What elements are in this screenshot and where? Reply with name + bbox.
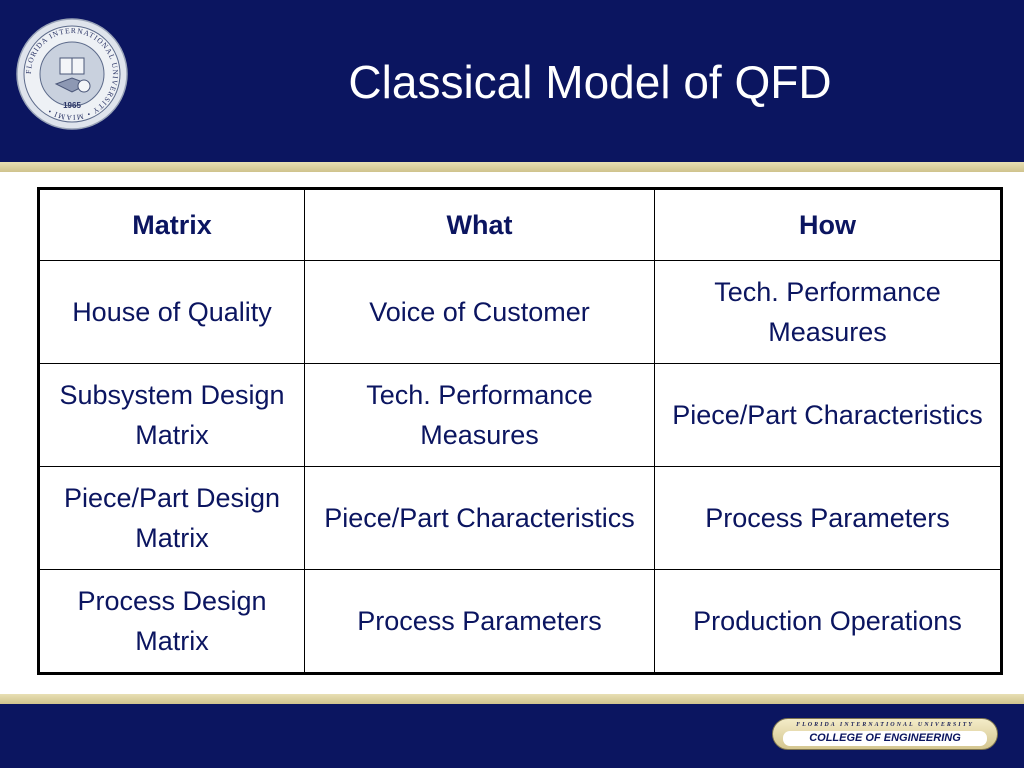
qfd-matrix-table: Matrix What How House of Quality Voice o… <box>37 187 1003 675</box>
table-cell-how: Piece/Part Characteristics <box>654 363 1002 467</box>
table-cell-matrix: Process Design Matrix <box>38 569 305 674</box>
university-seal-icon: FLORIDA INTERNATIONAL UNIVERSITY • MIAMI… <box>16 18 128 130</box>
table-cell-what: Voice of Customer <box>304 260 655 364</box>
table-cell-what: Tech. Performance Measures <box>304 363 655 467</box>
badge-university-text: FLORIDA INTERNATIONAL UNIVERSITY <box>796 722 974 728</box>
college-badge-logo: FLORIDA INTERNATIONAL UNIVERSITY COLLEGE… <box>772 718 998 750</box>
table-cell-matrix: Subsystem Design Matrix <box>38 363 305 467</box>
table-row: Process Design Matrix Process Parameters… <box>38 569 1002 674</box>
table-cell-what: Process Parameters <box>304 569 655 674</box>
header-gold-stripe <box>0 162 1024 172</box>
column-header-how: How <box>654 188 1002 261</box>
table-header-row: Matrix What How <box>38 188 1002 261</box>
table-cell-matrix: Piece/Part Design Matrix <box>38 466 305 570</box>
table-row: House of Quality Voice of Customer Tech.… <box>38 260 1002 364</box>
table-cell-what: Piece/Part Characteristics <box>304 466 655 570</box>
footer-gold-stripe <box>0 694 1024 704</box>
table-row: Piece/Part Design Matrix Piece/Part Char… <box>38 466 1002 570</box>
column-header-what: What <box>304 188 655 261</box>
table-cell-how: Process Parameters <box>654 466 1002 570</box>
seal-year: 1965 <box>63 101 81 110</box>
table-row: Subsystem Design Matrix Tech. Performanc… <box>38 363 1002 467</box>
header-bar <box>0 0 1024 162</box>
badge-college-text: COLLEGE OF ENGINEERING <box>783 731 987 746</box>
slide-title: Classical Model of QFD <box>348 56 832 108</box>
table-cell-how: Production Operations <box>654 569 1002 674</box>
table-cell-how: Tech. Performance Measures <box>654 260 1002 364</box>
column-header-matrix: Matrix <box>38 188 305 261</box>
table-cell-matrix: House of Quality <box>38 260 305 364</box>
